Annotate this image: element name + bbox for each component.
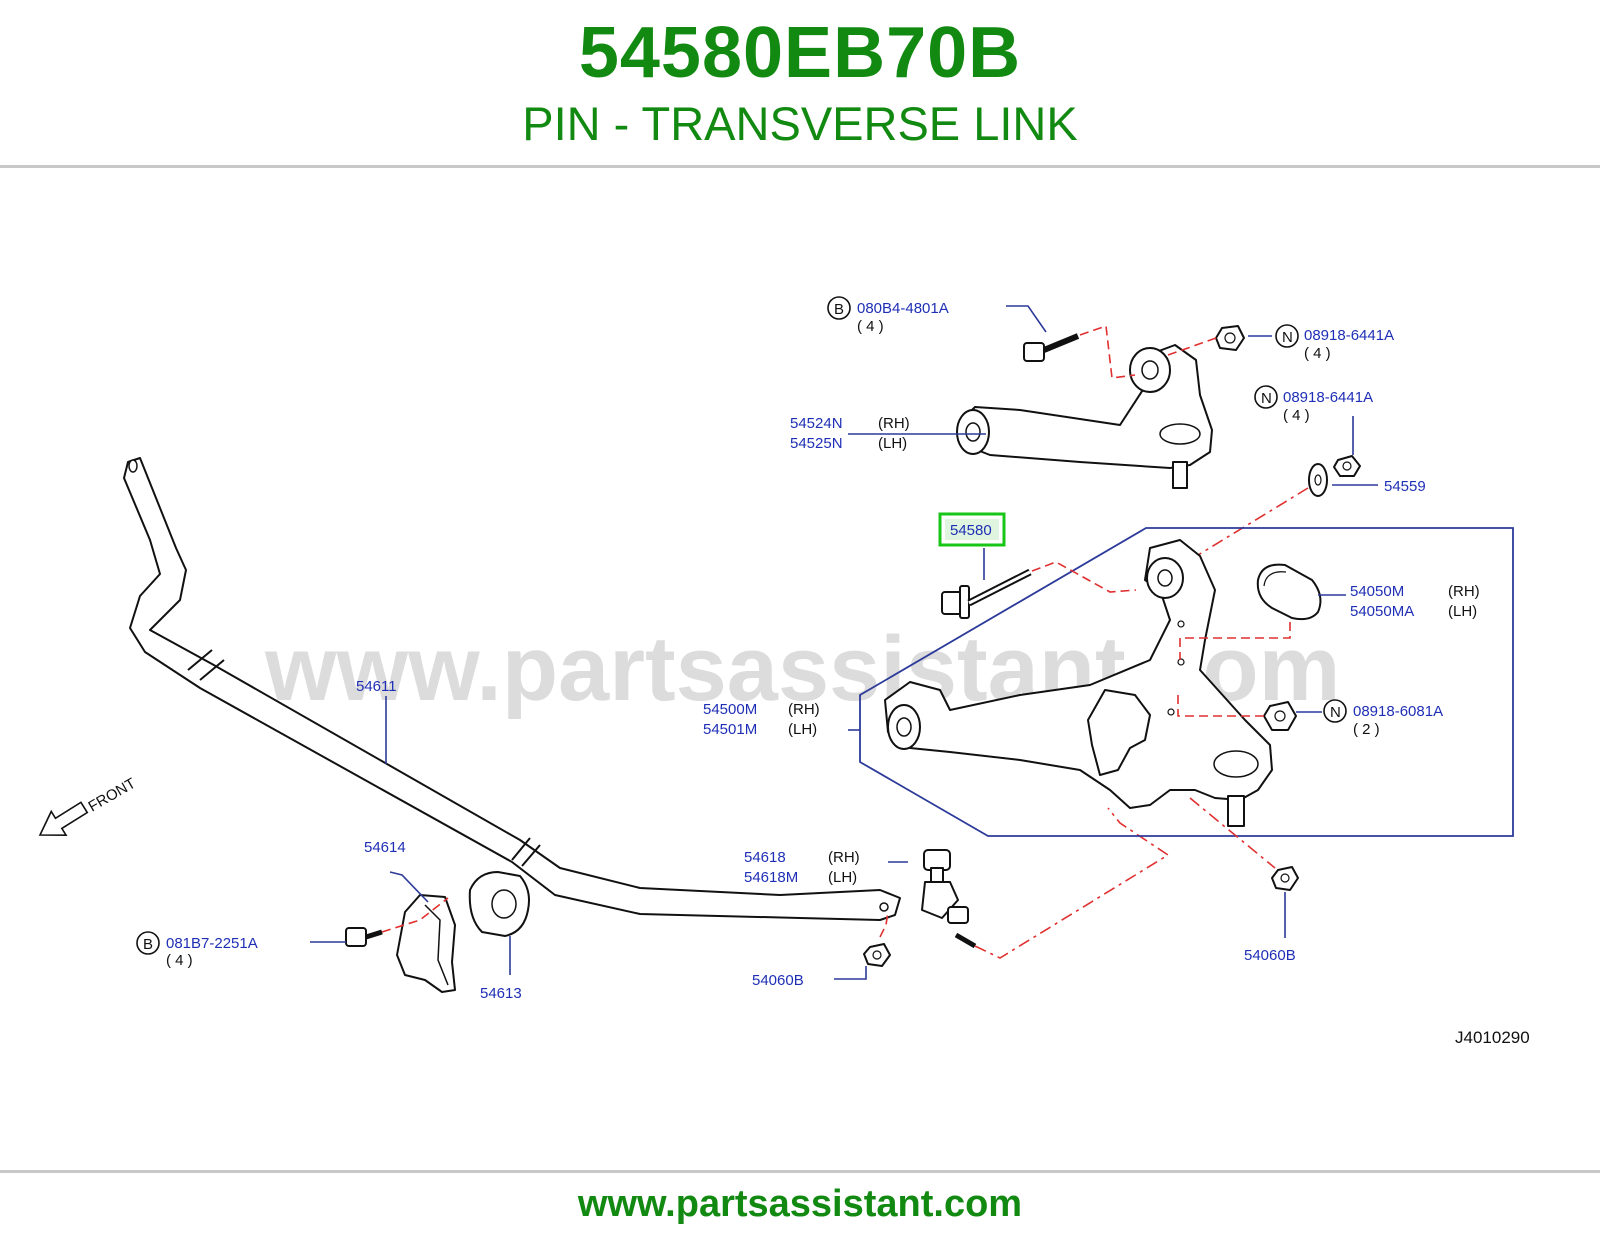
lower-arm-rh-part-number[interactable]: 54500M	[703, 701, 757, 718]
cover-rh-side: (RH)	[1448, 583, 1480, 600]
pin-part-number[interactable]: 54580	[950, 522, 992, 539]
upper-nut-1-part-number[interactable]: 08918-6441A	[1304, 327, 1394, 344]
link-nut-right-path	[1189, 797, 1276, 869]
link-nut-right[interactable]	[1271, 866, 1299, 891]
upper-nut-2-prefix-circle	[1254, 385, 1278, 409]
lower-nut-qty: ( 2 )	[1353, 721, 1380, 738]
lower-nut-path	[1177, 690, 1264, 717]
upper-bolt-leader	[1006, 305, 1047, 333]
link-nut-left-leader	[834, 966, 867, 980]
upper-nut-1-qty: ( 4 )	[1304, 345, 1331, 362]
part-number-title: 54580EB70B	[578, 13, 1022, 93]
upper-nut-1[interactable]	[1215, 325, 1245, 351]
bushing-part-number[interactable]: 54613	[480, 985, 522, 1002]
link-to-arm-path	[974, 807, 1170, 959]
link-nut-right-part-number[interactable]: 54060B	[1244, 947, 1296, 964]
footer-url[interactable]: www.partsassistant.com	[577, 1183, 1023, 1225]
lower-nut-prefix-circle	[1323, 699, 1347, 723]
stabilizer-link[interactable]	[921, 849, 977, 949]
upper-arm-rh-part-number[interactable]: 54524N	[790, 415, 843, 432]
bracket-leader	[389, 871, 429, 903]
bracket-bolt[interactable]	[345, 927, 383, 947]
upper-bolt-qty: ( 4 )	[857, 318, 884, 335]
upper-arm-lh-part-number[interactable]: 54525N	[790, 435, 843, 452]
front-arrow	[38, 801, 89, 837]
pin-path	[1031, 561, 1137, 593]
upper-nut-2-part-number[interactable]: 08918-6441A	[1283, 389, 1373, 406]
pin-highlight-box	[938, 512, 1006, 547]
lower-arm-group-box	[859, 527, 1514, 837]
link-rh-part-number[interactable]: 54618	[744, 849, 786, 866]
lower-nut-prefix: N	[1330, 704, 1341, 721]
washer-part-number[interactable]: 54559	[1384, 478, 1426, 495]
cover-rh-part-number[interactable]: 54050M	[1350, 583, 1404, 600]
upper-nut-1-prefix-circle	[1275, 324, 1299, 348]
header-divider	[0, 165, 1600, 168]
upper-arm-rh-side: (RH)	[878, 415, 910, 432]
diagram-code: J4010290	[1455, 1028, 1530, 1047]
link-nut-left-part-number[interactable]: 54060B	[752, 972, 804, 989]
bushing[interactable]	[468, 871, 530, 937]
link-lh-part-number[interactable]: 54618M	[744, 869, 798, 886]
bracket-bolt-part-number[interactable]: 081B7-2251A	[166, 935, 258, 952]
lower-arm-lh-side: (LH)	[788, 721, 817, 738]
upper-bolt-prefix: B	[834, 301, 844, 318]
footer-divider	[0, 1170, 1600, 1173]
upper-bolt-part-number[interactable]: 080B4-4801A	[857, 300, 949, 317]
upper-arm-lh-side: (LH)	[878, 435, 907, 452]
cover[interactable]	[1256, 563, 1322, 621]
link-rh-side: (RH)	[828, 849, 860, 866]
lower-nut[interactable]	[1263, 701, 1297, 731]
upper-nut-2-qty: ( 4 )	[1283, 407, 1310, 424]
upper-arm[interactable]	[956, 344, 1213, 489]
upper-nut-1-path	[1167, 337, 1217, 356]
lower-arm[interactable]	[884, 539, 1273, 827]
bracket-bolt-path	[381, 897, 449, 933]
cover-lh-part-number[interactable]: 54050MA	[1350, 603, 1414, 620]
stabilizer-bar[interactable]	[123, 457, 901, 921]
upper-nut-1-prefix: N	[1282, 329, 1293, 346]
part-name-subtitle: PIN - TRANSVERSE LINK	[522, 97, 1078, 150]
link-nut-left-path	[879, 911, 889, 938]
upper-bolt-path	[1079, 324, 1136, 379]
bracket[interactable]	[396, 894, 456, 993]
link-nut-left[interactable]	[863, 943, 891, 967]
transverse-link-pin[interactable]	[941, 568, 1032, 619]
upper-bolt-prefix-circle	[827, 296, 851, 320]
washer-path	[1189, 487, 1309, 561]
link-lh-side: (LH)	[828, 869, 857, 886]
lower-arm-rh-side: (RH)	[788, 701, 820, 718]
cover-lh-side: (LH)	[1448, 603, 1477, 620]
bracket-bolt-prefix: B	[143, 936, 153, 953]
lower-nut-part-number[interactable]: 08918-6081A	[1353, 703, 1443, 720]
bracket-bolt-prefix-circle	[136, 931, 160, 955]
upper-nut-2-prefix: N	[1261, 390, 1272, 407]
washer[interactable]	[1308, 463, 1328, 497]
bracket-bolt-qty: ( 4 )	[166, 952, 193, 969]
lower-arm-lh-part-number[interactable]: 54501M	[703, 721, 757, 738]
stabilizer-part-number[interactable]: 54611	[356, 678, 397, 695]
cover-path	[1179, 622, 1291, 660]
front-label: FRONT	[86, 775, 139, 816]
pin-highlight-fill	[945, 519, 999, 540]
bracket-part-number[interactable]: 54614	[364, 839, 406, 856]
upper-bolt[interactable]	[1023, 333, 1080, 362]
upper-nut-2[interactable]	[1333, 455, 1361, 477]
